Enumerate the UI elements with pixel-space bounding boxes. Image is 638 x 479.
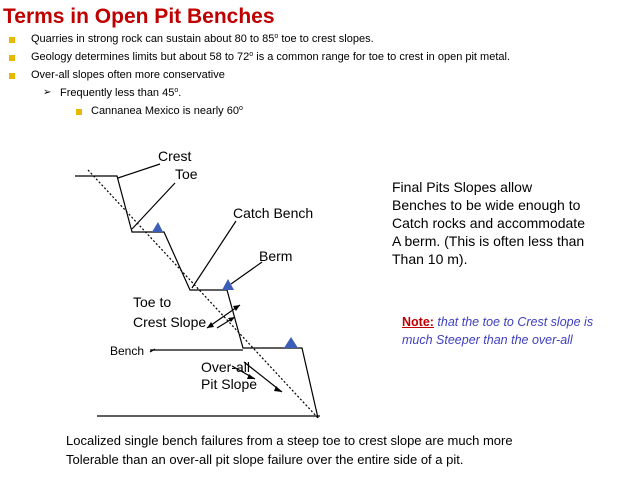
bench-label: Bench: [110, 344, 145, 358]
pit-slope-label: Pit Slope: [201, 376, 258, 392]
final-pit-slopes-text: Final Pits Slopes allow Benches to be wi…: [392, 179, 585, 267]
overall-slope-line: [87, 169, 319, 419]
toe-crest-arrow: [206, 304, 241, 329]
bench-profile-line: [75, 175, 220, 291]
berm-triangle-icon: [222, 279, 234, 290]
crest-label: Crest: [158, 148, 192, 164]
berm-triangle-icon: [284, 337, 298, 348]
crest-leader: [117, 163, 161, 179]
note-text: Note: that the toe to Crest slope is muc…: [402, 315, 594, 347]
overall-label: Over-all: [201, 359, 251, 375]
catch-bench-label: Catch Bench: [233, 205, 314, 221]
toe-leader: [131, 182, 176, 230]
catch-bench-leader: [191, 220, 237, 289]
toe-to-label: Toe to: [133, 294, 172, 310]
crest-slope-label: Crest Slope: [133, 314, 207, 330]
toe-label: Toe: [175, 166, 198, 182]
bullet-square-icon: [76, 109, 82, 115]
bullet-item: Cannanea Mexico is nearly 60o: [91, 105, 243, 117]
bullet-item: Over-all slopes often more conservative: [31, 69, 225, 81]
berm-leader: [230, 261, 263, 285]
bottom-caption: Localized single bench failures from a s…: [66, 433, 513, 467]
bench-leader: [149, 348, 156, 353]
berm-label: Berm: [259, 248, 293, 264]
page-title: Terms in Open Pit Benches: [3, 5, 275, 28]
bullet-square-icon: [9, 73, 15, 79]
bullet-item: Quarries in strong rock can sustain abou…: [31, 33, 374, 45]
arrow-bullet-icon: ➢: [43, 87, 52, 98]
bullet-item: Geology determines limits but about 58 t…: [31, 51, 510, 63]
berm-triangle-icon: [152, 222, 163, 232]
bullet-square-icon: [9, 37, 15, 43]
bullet-square-icon: [9, 55, 15, 61]
bullet-item: Frequently less than 45o.: [60, 87, 182, 99]
note-keyword: Note:: [402, 315, 434, 329]
